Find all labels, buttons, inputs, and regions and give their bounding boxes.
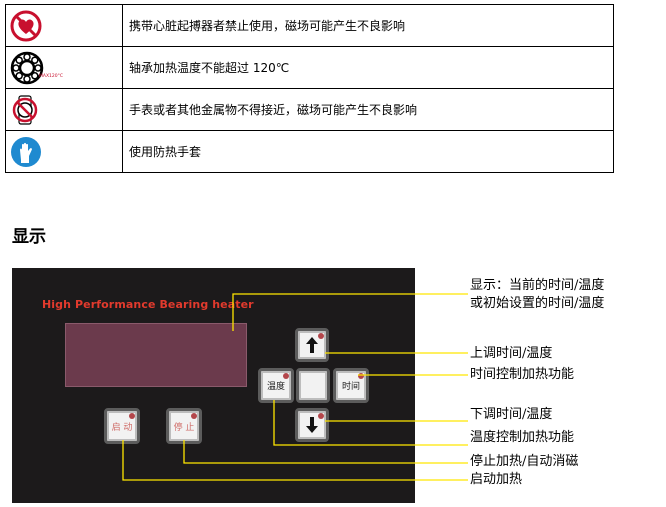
warnings-table: 携带心脏起搏器者禁止使用，磁场可能产生不良影响 MAX120°C 轴承加热温度不… — [5, 4, 614, 173]
led-indicator — [358, 373, 364, 379]
display-screen — [65, 323, 247, 387]
callout-time-control: 时间控制加热功能 — [470, 367, 575, 382]
warning-text: 手表或者其他金属物不得接近，磁场可能产生不良影响 — [122, 88, 614, 131]
led-indicator — [191, 413, 197, 419]
start-button-label: 启 动 — [111, 422, 133, 433]
warning-icon-cell — [5, 88, 123, 131]
temperature-button[interactable]: 温度 — [258, 368, 294, 403]
up-button[interactable] — [295, 328, 329, 362]
arrow-down-icon — [306, 417, 318, 433]
max-temp-label: MAX120°C — [39, 73, 64, 79]
arrow-up-icon — [306, 337, 318, 353]
led-indicator — [129, 413, 135, 419]
stop-button[interactable]: 停 止 — [166, 408, 202, 444]
warning-row: 使用防热手套 — [5, 130, 614, 173]
warning-icon-cell — [5, 4, 123, 47]
control-panel: High Performance Bearing heater 温度 时间 启 … — [12, 268, 415, 503]
time-button[interactable]: 时间 — [333, 368, 369, 403]
warning-text: 携带心脏起搏器者禁止使用，磁场可能产生不良影响 — [122, 4, 614, 47]
callout-display-line1: 显示：当前的时间/温度 — [470, 278, 605, 293]
warning-row: MAX120°C 轴承加热温度不能超过 120℃ — [5, 46, 614, 89]
callout-down: 下调时间/温度 — [470, 407, 553, 422]
led-indicator — [318, 413, 324, 419]
warning-icon-cell: MAX120°C — [5, 46, 123, 89]
warning-text: 轴承加热温度不能超过 120℃ — [122, 46, 614, 89]
led-indicator — [318, 333, 324, 339]
pacemaker-prohibited-icon — [10, 10, 42, 41]
panel-title: High Performance Bearing heater — [42, 298, 254, 311]
warning-text: 使用防热手套 — [122, 130, 614, 173]
callout-stop: 停止加热/自动消磁 — [470, 454, 579, 469]
callout-line-display — [232, 293, 468, 331]
callout-start: 启动加热 — [470, 472, 523, 487]
callout-line-temperature — [273, 400, 468, 446]
callout-temp-control: 温度控制加热功能 — [470, 430, 575, 445]
callout-line-stop — [183, 440, 468, 464]
watch-metal-prohibited-icon — [12, 94, 38, 125]
bearing-max-temp-icon: MAX120°C — [6, 50, 76, 86]
callout-line-start — [122, 440, 468, 481]
center-button[interactable] — [296, 368, 330, 403]
time-button-label: 时间 — [341, 382, 360, 392]
warning-row: 手表或者其他金属物不得接近，磁场可能产生不良影响 — [5, 88, 614, 131]
stop-button-label: 停 止 — [173, 422, 195, 433]
down-button[interactable] — [295, 408, 329, 442]
warning-icon-cell — [5, 130, 123, 173]
start-button[interactable]: 启 动 — [104, 408, 140, 444]
callout-display-line2: 或初始设置的时间/温度 — [470, 296, 605, 311]
section-title: 显示 — [12, 227, 46, 247]
temperature-button-label: 温度 — [266, 382, 285, 392]
led-indicator — [283, 373, 289, 379]
warning-row: 携带心脏起搏器者禁止使用，磁场可能产生不良影响 — [5, 4, 614, 47]
callout-up: 上调时间/温度 — [470, 346, 553, 361]
heat-resistant-gloves-icon — [11, 136, 41, 167]
